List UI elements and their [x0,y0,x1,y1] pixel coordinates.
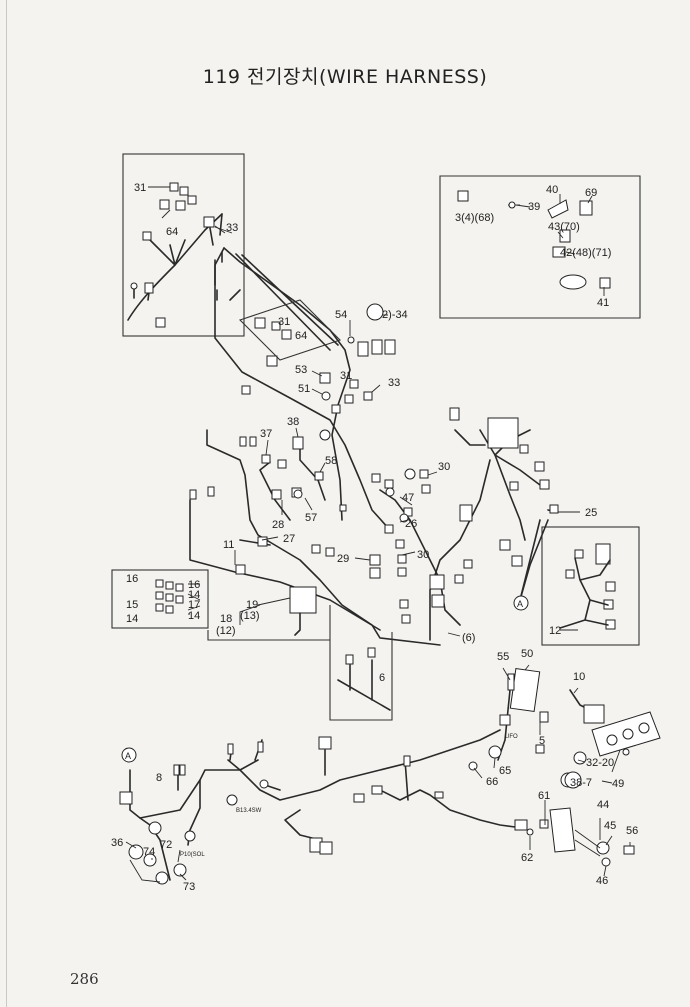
label-69: 69 [585,187,597,199]
label-16: 16 [126,573,138,585]
label-65: 65 [499,765,511,777]
label-37: 37 [260,428,272,440]
small-label-b13-4sw: B13.4SW [236,808,262,814]
page-title: 119 전기장치(WIRE HARNESS) [202,66,488,88]
label-11: 11 [223,539,234,551]
label-31: 31 [134,182,146,194]
label-30: 30 [438,461,450,473]
label-64: 64 [166,226,178,238]
label-36: 36 [111,837,123,849]
label-73: 73 [183,881,195,893]
label-62: 62 [521,852,533,864]
label-43-70: 43(70) [548,221,580,233]
label-13: (13) [240,610,260,622]
label-46: 46 [596,875,608,887]
page-edge-line [6,0,7,1007]
label-64-b: 64 [295,330,307,342]
small-label-ufo: UFO [505,734,518,740]
label-33-b: 33 [388,377,400,389]
label-38: 38 [287,416,299,428]
small-label-p10-sol: P10(SOL [180,852,205,858]
label-56: 56 [626,825,638,837]
label-58: 58 [325,455,337,467]
label-17: 17 [188,599,200,611]
label-27: 27 [283,533,295,545]
inset-top-right [439,175,641,319]
label-6-p: (6) [462,632,475,644]
label-8: 8 [156,772,162,784]
label-14: 14 [126,613,138,625]
label-14-c: 14 [188,610,200,622]
label-44: 44 [597,799,609,811]
label-45: 45 [604,820,616,832]
leader-lines [125,186,631,881]
label-12: 12 [549,625,561,637]
label-41: 41 [597,297,609,309]
connector-marker-a-1 [121,747,137,763]
label-31-c: 31 [340,370,352,382]
label-39: 39 [528,201,540,213]
label-54: 54 [335,309,347,321]
label-74: 74 [143,846,155,858]
label-5: 5 [539,735,545,747]
label-29: 29 [337,553,349,565]
label-10: 10 [573,671,585,683]
label-38-7: 38-7 [570,777,592,789]
label-18: 18 [220,613,232,625]
label-15: 15 [126,599,138,611]
label-30-b: 30 [417,549,429,561]
label-51: 51 [298,383,310,395]
label-16-b: 16 [188,579,200,591]
label-40: 40 [546,184,558,196]
main-harness [111,247,661,885]
label-49: 49 [612,778,624,790]
label-14-b: 14 [188,589,200,601]
label-26: 26 [405,518,417,530]
label-57: 57 [305,512,317,524]
label-66: 66 [486,776,498,788]
ref-circle-38 [564,771,582,789]
label-2-34: 2)-34 [382,309,408,321]
label-19: 19 [246,599,258,611]
marker-a-2: A [517,599,523,609]
label-12-p: (12) [216,625,236,637]
label-61: 61 [538,790,550,802]
label-50: 50 [521,648,533,660]
label-33: 33 [226,222,238,234]
label-32-20: 32-20 [586,757,614,769]
label-31-b: 31 [278,316,290,328]
label-25: 25 [585,507,597,519]
page-number: 286 [70,970,99,988]
label-28: 28 [272,519,284,531]
label-55: 55 [497,651,509,663]
label-3-4-68: 3(4)(68) [455,212,494,224]
fuse-group [155,579,184,614]
part-labels: 31 64 33 3(4)(68) 39 40 69 43(70) 42(48)… [111,182,638,893]
connector-marker-a-2 [513,595,529,611]
label-72: 72 [160,839,172,851]
marker-a-1: A [125,751,131,761]
label-42-48-71: 42(48)(71) [560,247,611,259]
inset-top-left [122,153,245,337]
label-47: 47 [402,492,414,504]
label-53: 53 [295,364,307,376]
label-6: 6 [379,672,385,684]
